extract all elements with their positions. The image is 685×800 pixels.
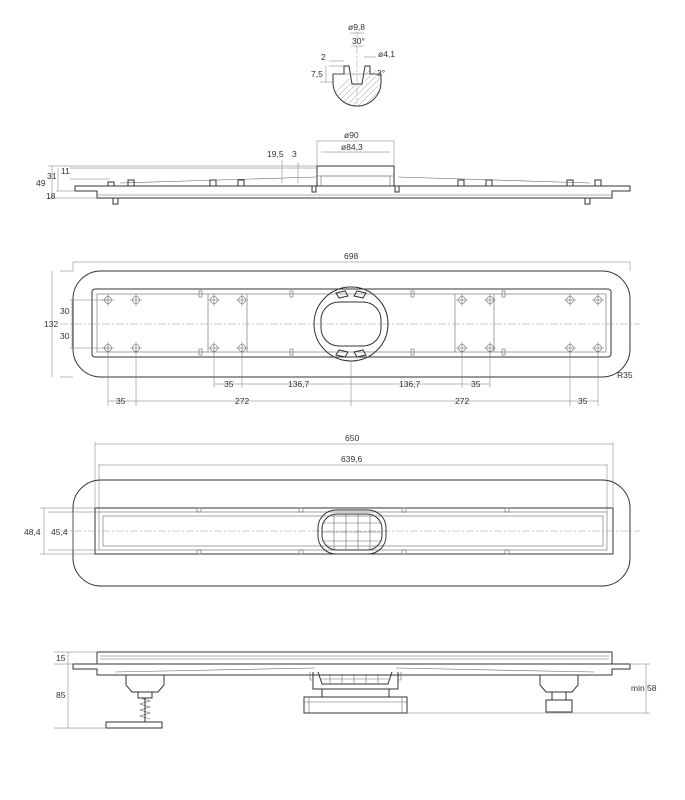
dim-diameter-4-1: ø4,1 — [378, 49, 395, 59]
dim-35-c: 35 — [116, 396, 126, 406]
side-flange — [74, 185, 631, 199]
dim-49: 49 — [36, 178, 46, 188]
dim-35-d: 35 — [578, 396, 588, 406]
front-center-trap — [303, 671, 408, 714]
dim-2: 2 — [321, 52, 326, 62]
dim-19-5: 19,5 — [267, 149, 284, 159]
dim-3: 3 — [292, 149, 297, 159]
dim-diameter-84-3: ø84,3 — [341, 142, 363, 152]
dim-136-7-right: 136,7 — [399, 379, 421, 389]
dim-30-upper: 30 — [60, 306, 70, 316]
dim-136-7-left: 136,7 — [288, 379, 310, 389]
dim-698: 698 — [344, 251, 358, 261]
dim-85: 85 — [56, 690, 66, 700]
top-inner-frame — [91, 288, 612, 358]
plan-view-grate: 650 639,6 — [24, 433, 640, 587]
dim-35-b: 35 — [471, 379, 481, 389]
front-left-foot — [105, 675, 165, 729]
top-center-outlet — [313, 286, 389, 362]
dim-45-4: 45,4 — [51, 527, 68, 537]
dim-639-6: 639,6 — [341, 454, 363, 464]
detail-profile — [332, 60, 382, 107]
side-view: ø90 ø84,3 19,5 3 11 31 49 18 — [36, 130, 631, 205]
dim-15: 15 — [56, 653, 66, 663]
top-view-frame: 698 — [44, 251, 640, 406]
dim-30-lower: 30 — [60, 331, 70, 341]
dim-angle-30: 30° — [352, 36, 365, 46]
dim-7-5: 7,5 — [311, 69, 323, 79]
dim-min-58: min 58 — [631, 683, 657, 693]
dim-650: 650 — [345, 433, 359, 443]
front-view-assembly: 15 85 min 58 — [54, 651, 657, 729]
front-channel — [72, 663, 631, 676]
dim-31: 31 — [47, 171, 57, 181]
front-right-foot — [539, 675, 579, 713]
plan-outer-flange — [72, 479, 631, 587]
dim-diameter-9-8: ø9,8 — [348, 22, 365, 32]
dim-11: 11 — [61, 166, 70, 176]
section-detail-view: ø9,8 30° ø4,1 2 7,5 3° — [311, 22, 395, 107]
dim-272-left: 272 — [235, 396, 249, 406]
dim-132: 132 — [44, 319, 58, 329]
dim-18: 18 — [46, 191, 56, 201]
dim-272-right: 272 — [455, 396, 469, 406]
dim-48-4: 48,4 — [24, 527, 41, 537]
dim-angle-3: 3° — [377, 68, 385, 78]
dim-diameter-90: ø90 — [344, 130, 359, 140]
dim-35-a: 35 — [224, 379, 234, 389]
dim-radius-35: R35 — [617, 370, 633, 380]
plan-center-grid — [317, 509, 387, 555]
